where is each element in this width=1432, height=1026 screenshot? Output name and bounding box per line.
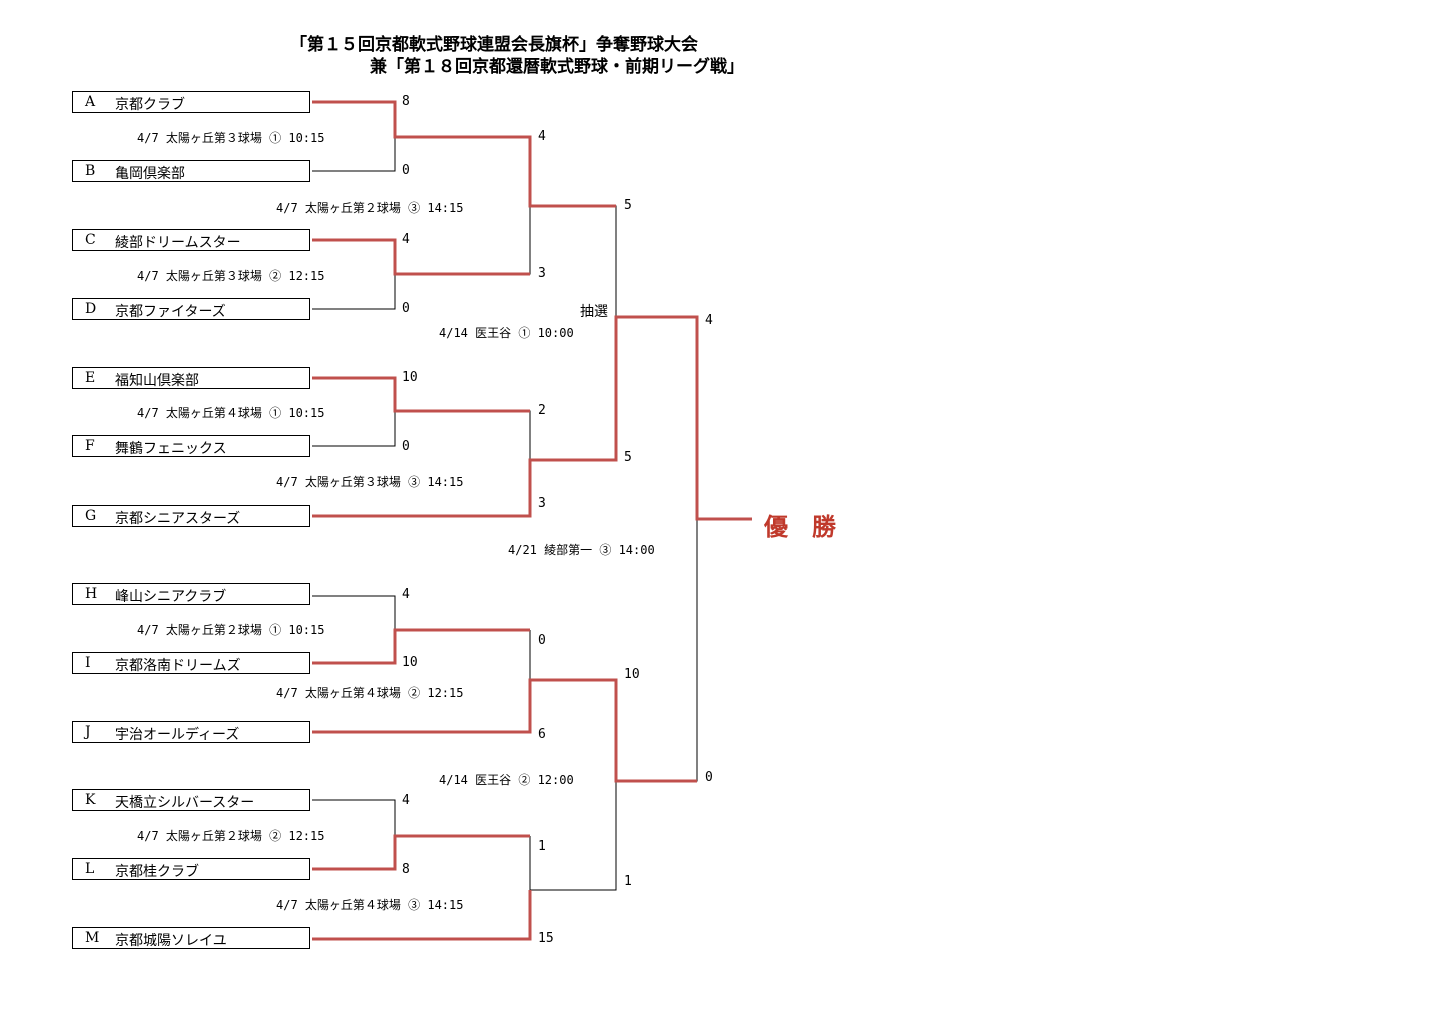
team-name: 福知山倶楽部: [115, 373, 199, 389]
match-schedule: 4/7 太陽ヶ丘第３球場 ① 10:15: [137, 131, 325, 145]
team-box: B 亀岡倶楽部: [72, 160, 310, 182]
team-box: G 京都シニアスターズ: [72, 505, 310, 527]
bracket-line: [312, 274, 396, 310]
team-name: 京都洛南ドリームズ: [115, 658, 241, 674]
team-id: C: [85, 232, 96, 248]
winner-path: [312, 890, 532, 941]
team-name: 綾部ドリームスター: [115, 235, 241, 251]
score: 8: [402, 94, 410, 109]
score: 5: [624, 198, 632, 213]
team-box: F 舞鶴フェニックス: [72, 435, 310, 457]
score: 0: [705, 770, 713, 785]
score: 1: [538, 839, 546, 854]
score: 4: [402, 793, 410, 808]
winner-path: [312, 834, 530, 871]
team-id: E: [85, 370, 96, 386]
team-id: K: [85, 792, 96, 808]
bracket-line: [530, 781, 617, 891]
score: 10: [624, 667, 640, 682]
team-id: F: [85, 438, 95, 454]
bracket-line: [616, 519, 698, 782]
team-id: G: [85, 508, 97, 524]
score: 0: [402, 163, 410, 178]
bracket-line: [312, 137, 396, 172]
bracket-line: [395, 206, 531, 275]
team-id: A: [85, 94, 96, 110]
team-box: J 宇治オールディーズ: [72, 721, 310, 743]
team-box: I 京都洛南ドリームズ: [72, 652, 310, 674]
score: 1: [624, 874, 632, 889]
champion-label: 優 勝: [764, 512, 836, 541]
lottery-note: 抽選: [580, 304, 608, 320]
match-schedule: 4/7 太陽ヶ丘第２球場 ③ 14:15: [276, 201, 464, 215]
team-box: D 京都ファイターズ: [72, 298, 310, 320]
team-box: H 峰山シニアクラブ: [72, 583, 310, 605]
team-name: 亀岡倶楽部: [115, 166, 185, 182]
bracket-line: [312, 799, 396, 836]
team-id: B: [85, 163, 96, 179]
team-id: M: [85, 930, 100, 946]
winner-path: [312, 678, 697, 783]
score: 15: [538, 931, 554, 946]
score: 4: [402, 587, 410, 602]
winner-path: [312, 238, 530, 276]
score: 4: [705, 313, 713, 328]
score: 0: [402, 439, 410, 454]
match-schedule: 4/7 太陽ヶ丘第２球場 ② 12:15: [137, 829, 325, 843]
bracket-line: [395, 410, 531, 460]
winner-path: [312, 628, 530, 665]
team-box: A 京都クラブ: [72, 91, 310, 113]
team-id: H: [85, 586, 98, 602]
winner-path: [312, 315, 752, 521]
team-name: 宇治オールディーズ: [115, 727, 240, 743]
match-schedule: 4/7 太陽ヶ丘第２球場 ① 10:15: [137, 623, 325, 637]
score: 8: [402, 862, 410, 877]
bracket-line: [312, 411, 396, 447]
score: 0: [538, 633, 546, 648]
tournament-title: 「第１５回京都軟式野球連盟会長旗杯」争奪野球大会: [290, 35, 698, 55]
match-schedule: 4/7 太陽ヶ丘第４球場 ③ 14:15: [276, 898, 464, 912]
team-name: 京都クラブ: [115, 97, 185, 113]
team-name: 京都ファイターズ: [115, 304, 226, 320]
team-name: 京都シニアスターズ: [115, 511, 241, 527]
team-name: 峰山シニアクラブ: [115, 589, 227, 605]
match-schedule: 4/7 太陽ヶ丘第３球場 ② 12:15: [137, 269, 325, 283]
score: 10: [402, 370, 418, 385]
match-schedule: 4/7 太陽ヶ丘第４球場 ② 12:15: [276, 686, 464, 700]
team-box: C 綾部ドリームスター: [72, 229, 310, 251]
score: 0: [402, 301, 410, 316]
bracket-line: [312, 595, 396, 630]
team-box: M 京都城陽ソレイユ: [72, 927, 310, 949]
team-id: D: [85, 301, 97, 317]
score: 6: [538, 727, 546, 742]
team-box: E 福知山倶楽部: [72, 367, 310, 389]
match-schedule: 4/14 医王谷 ① 10:00: [439, 326, 574, 340]
team-box: K 天橋立シルバースター: [72, 789, 310, 811]
score: 3: [538, 496, 546, 511]
score: 2: [538, 403, 546, 418]
score: 4: [402, 232, 410, 247]
score: 3: [538, 266, 546, 281]
team-id: I: [85, 655, 91, 671]
match-schedule: 4/7 太陽ヶ丘第３球場 ③ 14:15: [276, 475, 464, 489]
winner-path: [312, 100, 616, 208]
team-id: L: [85, 861, 95, 877]
team-name: 天橋立シルバースター: [115, 795, 255, 811]
match-schedule: 4/21 綾部第一 ③ 14:00: [508, 543, 655, 557]
team-box: L 京都桂クラブ: [72, 858, 310, 880]
team-name: 京都桂クラブ: [115, 864, 199, 880]
score: 5: [624, 450, 632, 465]
tournament-subtitle: 兼「第１８回京都還暦軟式野球・前期リーグ戦」: [370, 57, 744, 77]
winner-path: [312, 376, 530, 413]
score: 4: [538, 129, 546, 144]
score: 10: [402, 655, 418, 670]
team-name: 舞鶴フェニックス: [115, 441, 227, 457]
team-id: J: [85, 724, 91, 740]
team-name: 京都城陽ソレイユ: [115, 933, 227, 949]
match-schedule: 4/7 太陽ヶ丘第４球場 ① 10:15: [137, 406, 325, 420]
match-schedule: 4/14 医王谷 ② 12:00: [439, 773, 574, 787]
